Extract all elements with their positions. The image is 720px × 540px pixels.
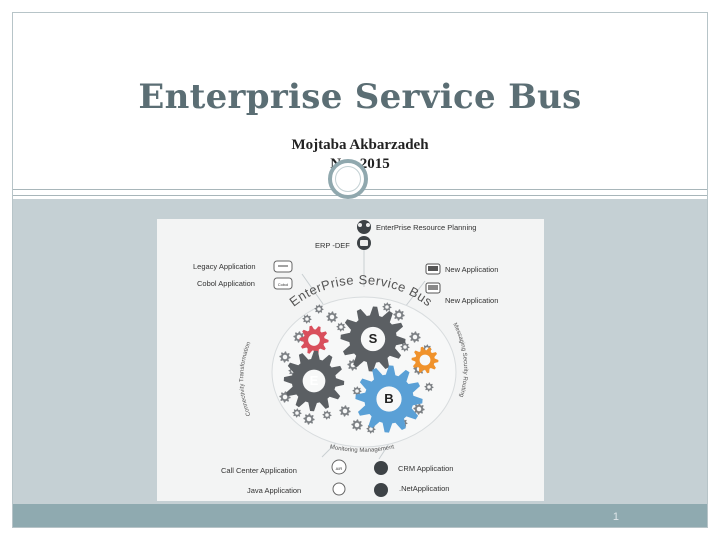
footer-bar: 1: [13, 504, 707, 527]
small-gear-6-hub: [325, 413, 329, 417]
cobol-app-label: Cobol Application: [197, 279, 255, 288]
new-app-label-2: New Application: [445, 296, 498, 305]
small-gear-10-hub: [403, 345, 407, 349]
small-gear-15-hub: [417, 407, 422, 412]
small-gear-25-hub: [385, 305, 389, 309]
dotnet-icon: [374, 483, 388, 497]
java-app-label: Java Application: [247, 486, 301, 495]
small-gear-11-hub: [413, 335, 418, 340]
small-gear-21-hub: [317, 307, 321, 311]
crm-app-label: CRM Application: [398, 464, 453, 473]
gear-red-hub: [308, 334, 320, 346]
gear-s-label: S: [369, 331, 378, 346]
erp-sub-label: ERP -DEF: [315, 241, 350, 250]
small-gear-24-hub: [397, 313, 402, 318]
divider-lower: [13, 195, 707, 196]
esb-diagram: Cobol EnterPrise Service Bus Connectivit…: [157, 219, 544, 501]
small-gear-7-hub: [343, 409, 348, 414]
slide-title: Enterprise Service Bus: [13, 77, 707, 117]
call-center-app-label: Call Center Application: [221, 466, 297, 475]
erp-label: EnterPrise Resource Planning: [376, 223, 476, 232]
author-name: Mojtaba Akbarzadeh: [13, 136, 707, 155]
net-app-label: .NetApplication: [399, 484, 449, 493]
gear-e-label: E: [310, 373, 319, 388]
new-app-label-1: New Application: [445, 265, 498, 274]
erp-people-icon: [357, 220, 371, 234]
divider-ring-ornament: [328, 159, 368, 199]
crm-icon: [374, 461, 388, 475]
gear-orange-hub: [420, 355, 431, 366]
legacy-app-label: Legacy Application: [193, 262, 256, 271]
small-gear-5-hub: [307, 417, 312, 422]
small-gear-1-hub: [283, 355, 288, 360]
small-gear-18-hub: [355, 423, 360, 428]
small-gear-19-hub: [339, 325, 343, 329]
page-number: 1: [613, 511, 619, 523]
small-gear-14-hub: [427, 385, 431, 389]
gear-b-label: B: [384, 391, 393, 406]
small-gear-4-hub: [295, 411, 299, 415]
small-gear-22-hub: [305, 317, 309, 321]
java-icon: [333, 483, 345, 495]
cobol-icon-text: Cobol: [278, 282, 289, 287]
small-gear-3-hub: [283, 395, 288, 400]
call-center-icon-text: AIR: [336, 466, 343, 471]
ring-left-text: Connectivity Transformation: [239, 341, 252, 417]
small-gear-20-hub: [330, 315, 335, 320]
small-gear-8-hub: [355, 389, 359, 393]
